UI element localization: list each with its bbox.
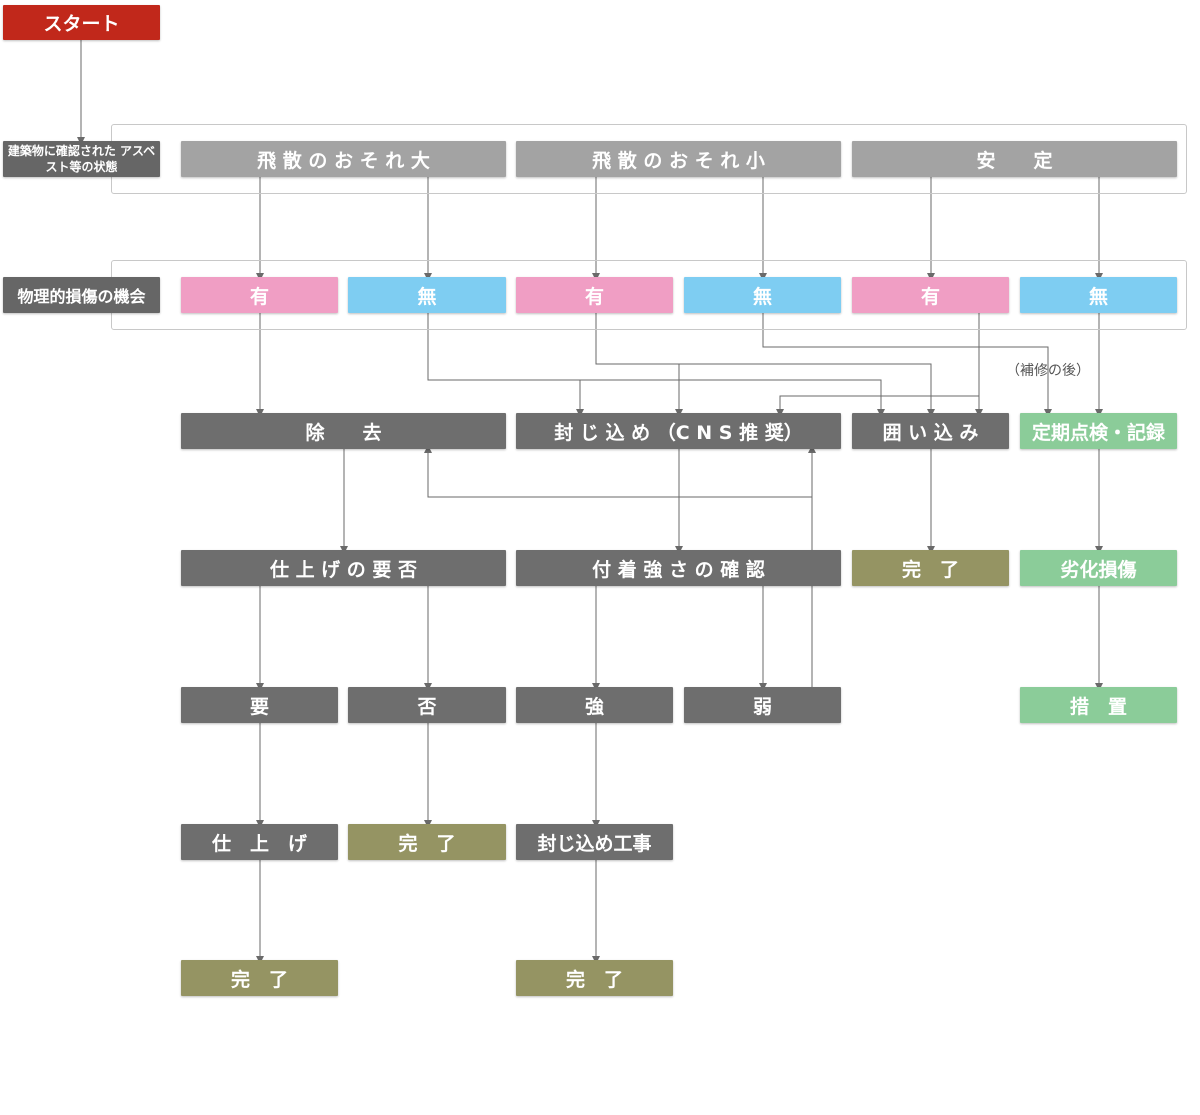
row2-label: 物理的損傷の機会 xyxy=(3,277,160,313)
has2-to-enclosure-arrow xyxy=(595,313,935,417)
not-need-node: 否 xyxy=(348,687,506,723)
weak-to-removal-arrow xyxy=(424,445,812,498)
has-node-2: 有 xyxy=(516,277,673,313)
none-node-3: 無 xyxy=(1020,277,1177,313)
measure-node: 措 置 xyxy=(1020,687,1177,723)
none1-branch-to-enclosure-arrow xyxy=(580,379,885,417)
need-node: 要 xyxy=(181,687,338,723)
start-node: スタート xyxy=(3,5,160,40)
strong-node: 強 xyxy=(516,687,673,723)
none-node-1: 無 xyxy=(348,277,506,313)
weak-node: 弱 xyxy=(684,687,841,723)
row1-label: 建築物に確認された アスベスト等の状態 xyxy=(3,141,160,177)
sealing-work-node: 封じ込め工事 xyxy=(516,824,673,860)
none2-to-inspection-arrow xyxy=(762,313,1052,417)
finishing-node: 仕 上 げ xyxy=(181,824,338,860)
removal-node: 除 去 xyxy=(181,413,506,449)
none1-to-sealing-arrow xyxy=(427,313,584,417)
has-node-3: 有 xyxy=(852,277,1009,313)
done-finishing-node: 完 了 xyxy=(181,960,338,996)
has-node-1: 有 xyxy=(181,277,338,313)
done-not-need-node: 完 了 xyxy=(348,824,506,860)
deterioration-node: 劣化損傷 xyxy=(1020,550,1177,586)
inspection-node: 定期点検・記録 xyxy=(1020,413,1177,449)
after-repair-note: （補修の後） xyxy=(1006,363,1090,379)
sealing-node: 封 じ 込 め （C N S 推 奨） xyxy=(516,413,841,449)
none-node-2: 無 xyxy=(684,277,841,313)
state-high-node: 飛 散 の お そ れ 大 xyxy=(181,141,506,177)
enclosure-node: 囲 い 込 み xyxy=(852,413,1009,449)
done-enclosure-node: 完 了 xyxy=(852,550,1009,586)
has3-to-sealing-arrow xyxy=(776,313,980,417)
adhesion-check-node: 付 着 強 さ の 確 認 xyxy=(516,550,841,586)
state-stable-node: 安 定 xyxy=(852,141,1177,177)
finish-need-node: 仕 上 げ の 要 否 xyxy=(181,550,506,586)
state-low-node: 飛 散 の お そ れ 小 xyxy=(516,141,841,177)
done-sealing-node: 完 了 xyxy=(516,960,673,996)
